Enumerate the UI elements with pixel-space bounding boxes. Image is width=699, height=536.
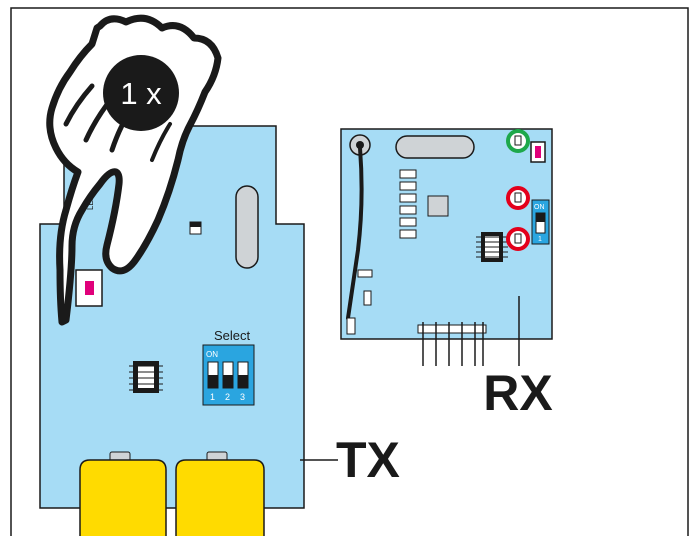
- rx-pin-header: [417, 322, 487, 366]
- frame: [10, 7, 689, 536]
- tx-chip: [129, 361, 163, 393]
- tx-crystal: [235, 185, 259, 269]
- rx-label: RX: [483, 365, 552, 421]
- tx-battery-left: [79, 451, 167, 536]
- badge-text: 1 x: [120, 76, 162, 111]
- tx-led: [85, 281, 94, 295]
- press-count-badge: 1 x: [103, 55, 179, 131]
- rx-chip: [476, 232, 508, 262]
- dip-caption: Select: [214, 328, 251, 343]
- rx-pink-led: [535, 146, 541, 158]
- dip-on-label: ON: [206, 350, 218, 359]
- dip-number-3: 3: [240, 392, 245, 402]
- rx-dip-switch[interactable]: ON 1: [531, 199, 550, 245]
- rx-board: ON 1: [340, 128, 553, 366]
- dip-number-2: 2: [225, 392, 230, 402]
- rx-dip-on-label: ON: [534, 204, 545, 211]
- tx-battery-right: [175, 451, 265, 536]
- tx-board: Select ON 1 2 3 LED 1: [39, 125, 305, 536]
- rx-antenna-wire: [346, 146, 364, 320]
- tx-dip-switch[interactable]: ON 1 2 3: [202, 344, 255, 406]
- dip-number-1: 1: [210, 392, 215, 402]
- tx-label: TX: [336, 432, 400, 488]
- rx-dip-number: 1: [538, 236, 542, 243]
- rx-crystal: [395, 135, 475, 159]
